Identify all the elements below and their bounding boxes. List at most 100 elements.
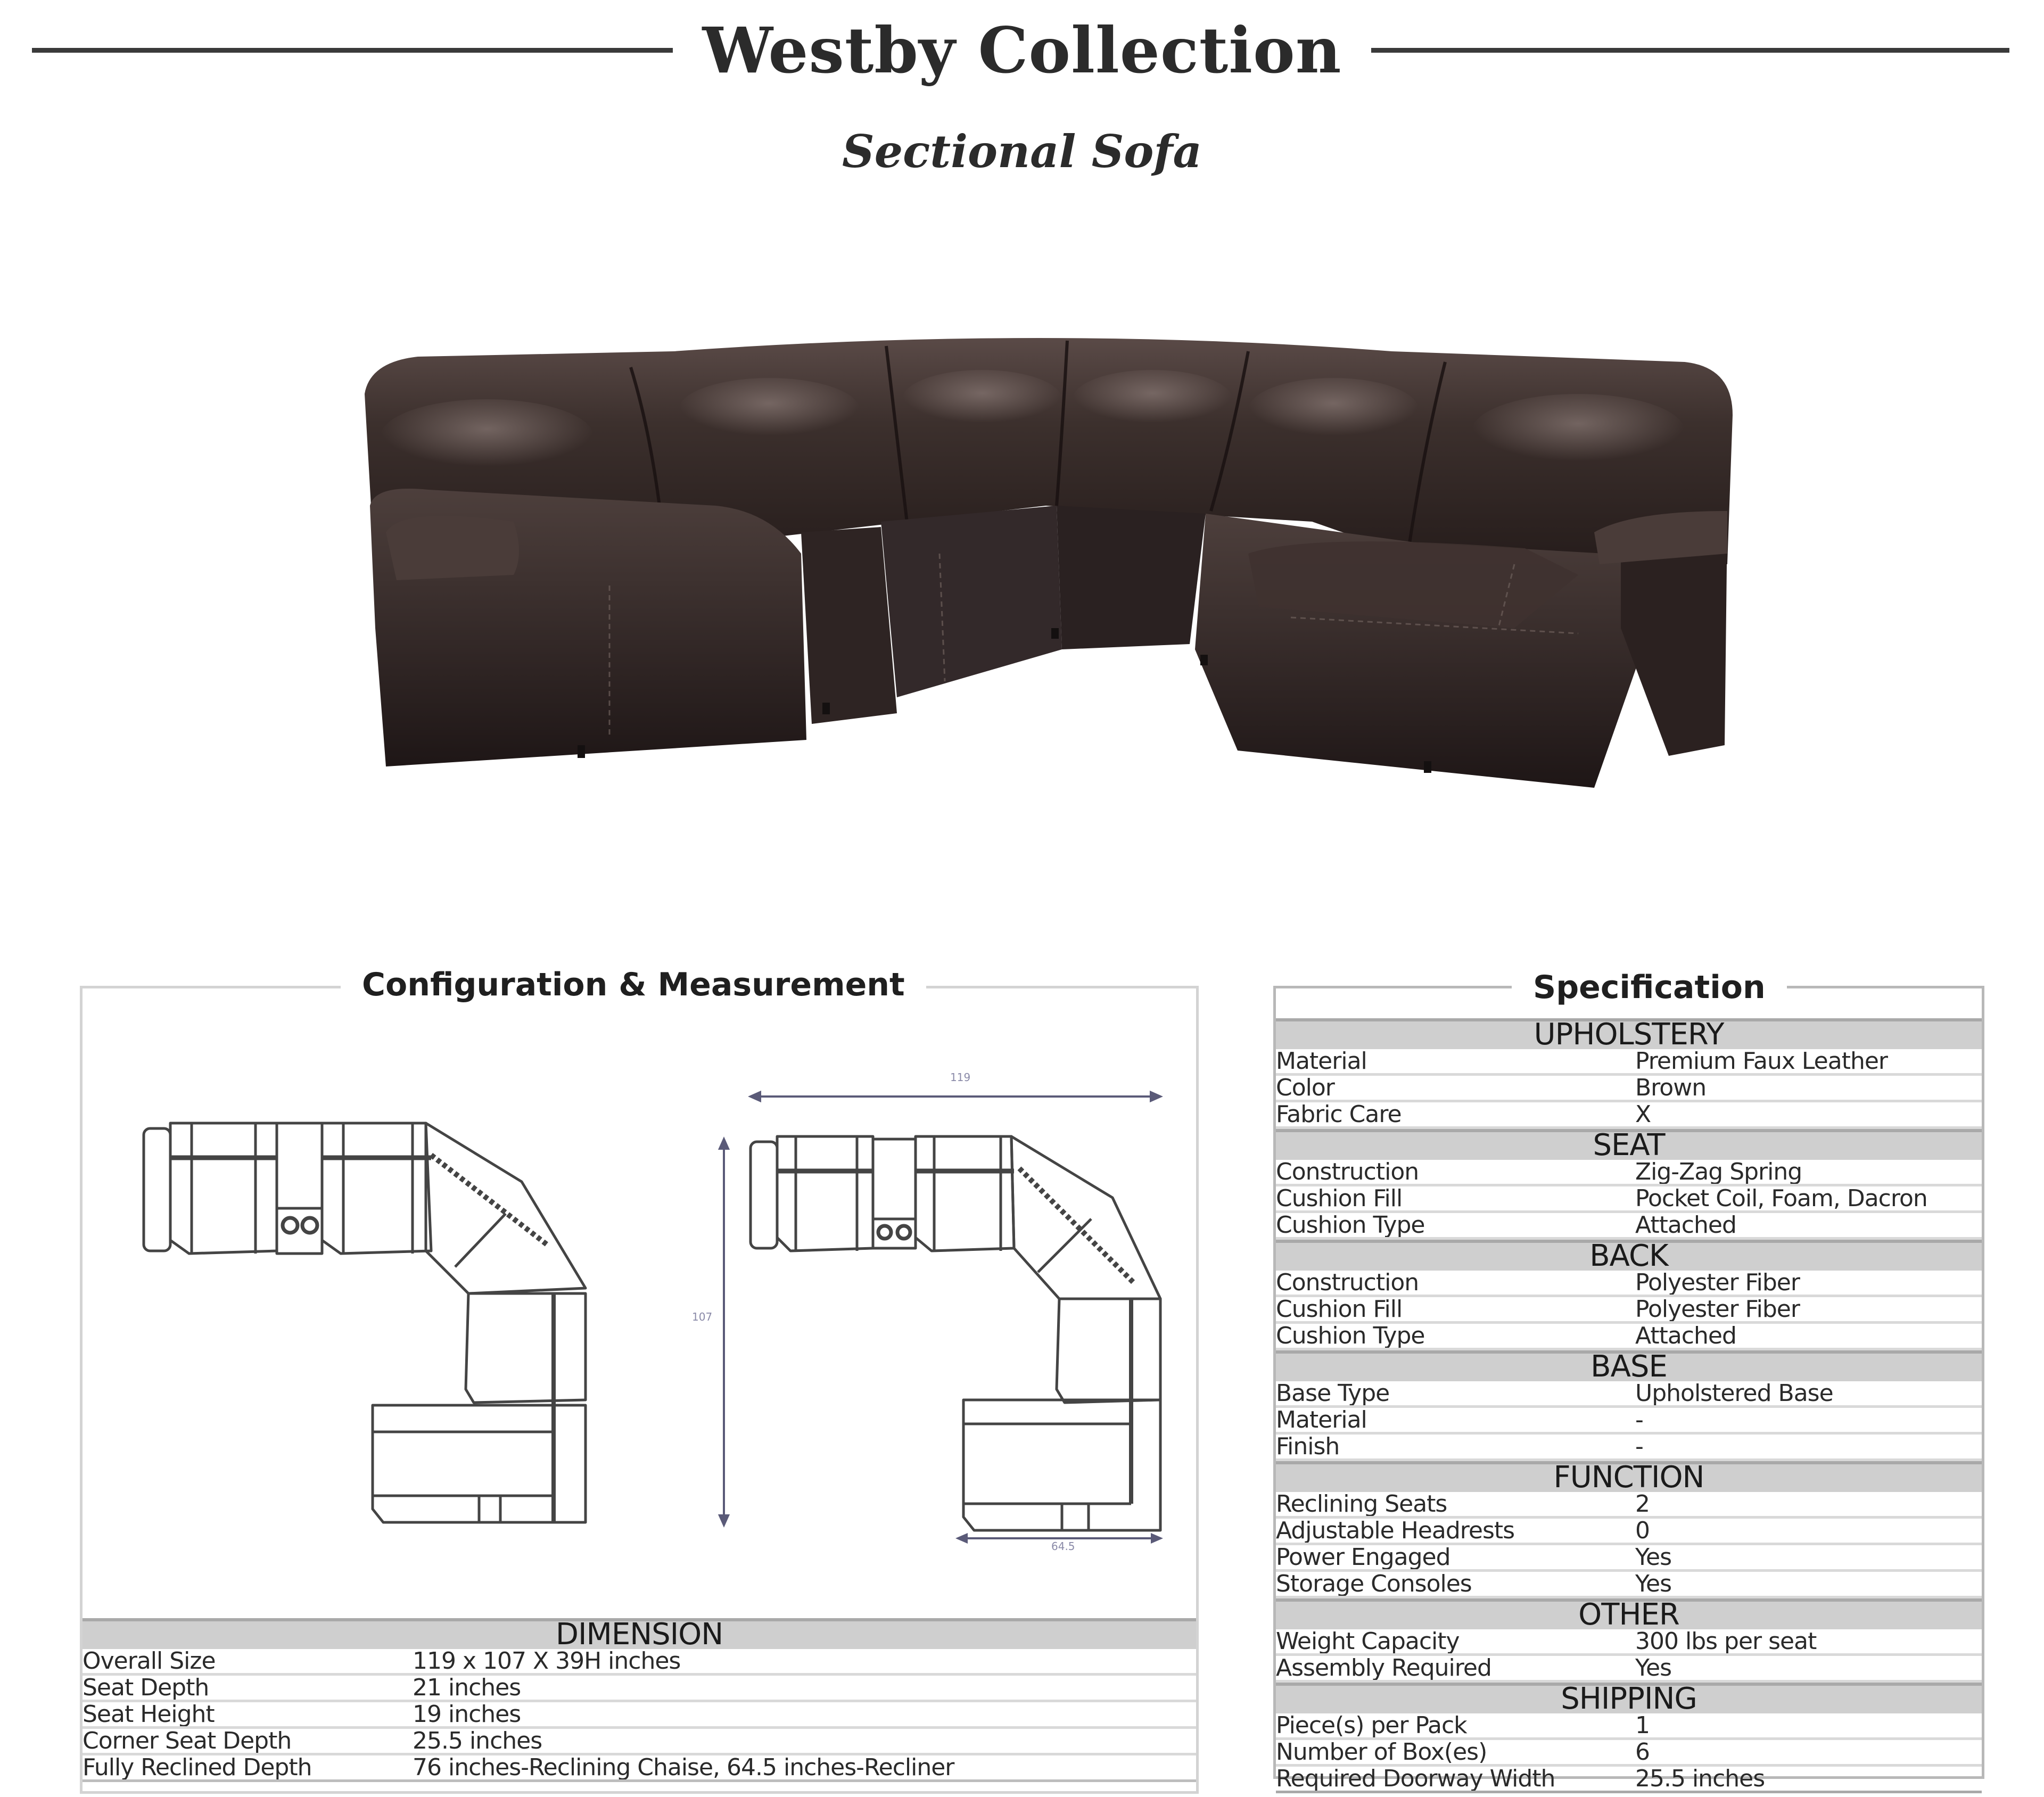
row-value: Pocket Coil, Foam, Dacron (1635, 1186, 1928, 1210)
row-value: - (1635, 1408, 1644, 1432)
row-value: Yes (1635, 1656, 1672, 1680)
row-value: 0 (1635, 1519, 1650, 1543)
row-value: - (1635, 1435, 1644, 1458)
row-value: Brown (1635, 1076, 1707, 1100)
table-row: Material Premium Faux Leather (1276, 1049, 1982, 1076)
table-row: Cushion Fill Pocket Coil, Foam, Dacron (1276, 1186, 1982, 1213)
row-value: 119 x 107 X 39H inches (413, 1649, 681, 1673)
row-label: Cushion Type (1276, 1324, 1425, 1348)
sectional-dimension-diagram (718, 1090, 1163, 1544)
row-label: Fabric Care (1276, 1102, 1402, 1126)
row-label: Material (1276, 1408, 1367, 1432)
row-label: Construction (1276, 1160, 1419, 1184)
row-value: 1 (1635, 1713, 1650, 1737)
row-value: Yes (1635, 1572, 1672, 1596)
diagram-width-label: 119 (950, 1071, 971, 1084)
table-row: Assembly Required Yes (1276, 1656, 1982, 1683)
row-value: 76 inches-Reclining Chaise, 64.5 inches-… (413, 1755, 954, 1779)
spec-section-seat: SEAT (1276, 1129, 1982, 1160)
table-row: Power Engaged Yes (1276, 1545, 1982, 1572)
sectional-layout-diagram (142, 1122, 587, 1524)
row-value: Yes (1635, 1545, 1672, 1569)
row-value: Attached (1635, 1324, 1737, 1348)
row-value: Polyester Fiber (1635, 1271, 1800, 1295)
spec-section-back: BACK (1276, 1240, 1982, 1271)
page-title: Westby Collection (0, 11, 2044, 90)
table-row: Material - (1276, 1408, 1982, 1435)
row-label: Weight Capacity (1276, 1629, 1460, 1653)
spec-section-base: BASE (1276, 1350, 1982, 1382)
row-label: Base Type (1276, 1381, 1390, 1405)
row-value: 2 (1635, 1492, 1650, 1516)
title-rule-left (32, 48, 724, 53)
row-label: Number of Box(es) (1276, 1740, 1487, 1764)
configuration-heading: Configuration & Measurement (341, 966, 926, 1003)
table-row: Fully Reclined Depth 76 inches-Reclining … (83, 1755, 1196, 1782)
row-label: Seat Height (83, 1702, 215, 1726)
row-label: Color (1276, 1076, 1335, 1100)
row-value: X (1635, 1102, 1651, 1126)
table-row: Seat Height 19 inches (83, 1702, 1196, 1729)
row-value: Polyester Fiber (1635, 1297, 1800, 1321)
row-label: Adjustable Headrests (1276, 1519, 1515, 1543)
spec-section-function: FUNCTION (1276, 1461, 1982, 1493)
row-label: Power Engaged (1276, 1545, 1451, 1569)
table-row: Corner Seat Depth 25.5 inches (83, 1729, 1196, 1755)
title-rule-right (1357, 48, 2009, 53)
row-value: Zig-Zag Spring (1635, 1160, 1802, 1184)
table-row: Adjustable Headrests 0 (1276, 1519, 1982, 1545)
table-row: Reclining Seats 2 (1276, 1492, 1982, 1519)
dimension-table-header: DIMENSION (83, 1618, 1196, 1650)
row-label: Piece(s) per Pack (1276, 1713, 1468, 1737)
diagram-chaise-width-label: 64.5 (1051, 1540, 1075, 1553)
table-row: Number of Box(es) 6 (1276, 1740, 1982, 1767)
page-subtitle: Sectional Sofa (842, 125, 1202, 178)
row-value: 6 (1635, 1740, 1650, 1764)
table-row: Cushion Fill Polyester Fiber (1276, 1297, 1982, 1324)
spec-section-upholstery: UPHOLSTERY (1276, 1018, 1982, 1050)
row-label: Assembly Required (1276, 1656, 1492, 1680)
spec-section-other: OTHER (1276, 1598, 1982, 1630)
row-label: Cushion Fill (1276, 1297, 1403, 1321)
table-row: Piece(s) per Pack 1 (1276, 1713, 1982, 1740)
row-value: 25.5 inches (413, 1729, 542, 1753)
table-row: Required Doorway Width 25.5 inches (1276, 1767, 1982, 1793)
row-value: 21 inches (413, 1676, 521, 1700)
row-value: 25.5 inches (1635, 1767, 1765, 1791)
row-label: Cushion Type (1276, 1213, 1425, 1237)
table-row: Storage Consoles Yes (1276, 1572, 1982, 1598)
row-label: Finish (1276, 1435, 1340, 1458)
table-row: Finish - (1276, 1435, 1982, 1461)
spec-section-shipping: SHIPPING (1276, 1683, 1982, 1714)
page-title-text: Westby Collection (673, 13, 1371, 87)
table-row: Construction Zig-Zag Spring (1276, 1160, 1982, 1186)
specification-heading: Specification (1512, 969, 1787, 1006)
sofa-illustration (365, 338, 1733, 788)
row-label: Seat Depth (83, 1676, 209, 1700)
row-label: Construction (1276, 1271, 1419, 1295)
row-label: Material (1276, 1049, 1367, 1073)
row-value: Premium Faux Leather (1635, 1049, 1888, 1073)
row-value: 300 lbs per seat (1635, 1629, 1817, 1653)
sofa-product-image (354, 330, 1738, 788)
table-row: Weight Capacity 300 lbs per seat (1276, 1629, 1982, 1656)
table-row: Color Brown (1276, 1076, 1982, 1102)
table-row: Cushion Type Attached (1276, 1324, 1982, 1350)
row-value: 19 inches (413, 1702, 521, 1726)
row-label: Reclining Seats (1276, 1492, 1447, 1516)
table-row: Overall Size 119 x 107 X 39H inches (83, 1649, 1196, 1676)
table-row: Construction Polyester Fiber (1276, 1271, 1982, 1297)
diagram-depth-label: 107 (692, 1310, 713, 1323)
dimension-table: DIMENSION Overall Size 119 x 107 X 39H in… (83, 1618, 1196, 1782)
table-row: Seat Depth 21 inches (83, 1676, 1196, 1702)
row-label: Storage Consoles (1276, 1572, 1472, 1596)
row-label: Cushion Fill (1276, 1186, 1403, 1210)
row-label: Required Doorway Width (1276, 1767, 1555, 1791)
table-row: Fabric Care X (1276, 1102, 1982, 1129)
row-label: Overall Size (83, 1649, 216, 1673)
row-label: Corner Seat Depth (83, 1729, 292, 1753)
row-label: Fully Reclined Depth (83, 1755, 312, 1779)
